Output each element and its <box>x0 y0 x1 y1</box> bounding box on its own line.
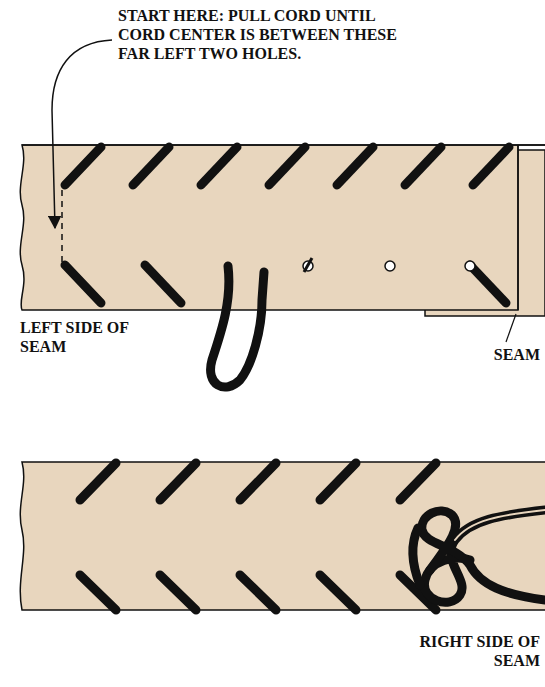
cord <box>65 147 545 610</box>
cord-stitch <box>80 575 116 610</box>
cord-stitch <box>145 265 181 303</box>
cord-stitch <box>65 147 101 185</box>
hole <box>465 261 475 271</box>
cord-stitch <box>400 463 436 500</box>
cord-stitch <box>240 575 276 610</box>
cord-stitch <box>269 147 305 185</box>
cord-stitch <box>201 147 237 185</box>
cord-stitch <box>470 265 506 303</box>
cord-stitch <box>160 575 196 610</box>
cord-stitch <box>133 147 169 185</box>
callout-label: SEAM <box>488 345 540 364</box>
cord-stitch <box>413 528 420 585</box>
leader-line <box>506 314 516 342</box>
cord-stitch <box>473 147 509 185</box>
right-leather-strip <box>20 462 545 610</box>
left-leather-strip <box>20 145 545 310</box>
start-mark <box>61 190 63 262</box>
callout-label: RIGHT SIDE OF SEAM <box>395 632 540 670</box>
cord-stitch <box>80 463 116 500</box>
callout-label: START HERE: PULL CORD UNTIL CORD CENTER … <box>118 6 410 63</box>
cord-end <box>304 258 312 272</box>
cord-stitch <box>65 265 101 303</box>
cord-stitch <box>240 463 276 500</box>
cord-highlight <box>455 510 545 540</box>
hole <box>385 261 395 271</box>
callout-label: LEFT SIDE OF SEAM <box>20 318 140 356</box>
seam-line <box>517 145 519 310</box>
cord-stitch <box>211 266 264 387</box>
cord-stitch <box>320 463 356 500</box>
cord-stitch <box>160 463 196 500</box>
cord-stitch <box>320 575 356 610</box>
cord-stitch <box>405 147 441 185</box>
cord-stitch <box>337 147 373 185</box>
cord-stitch <box>422 511 545 600</box>
leader-line <box>52 40 112 228</box>
